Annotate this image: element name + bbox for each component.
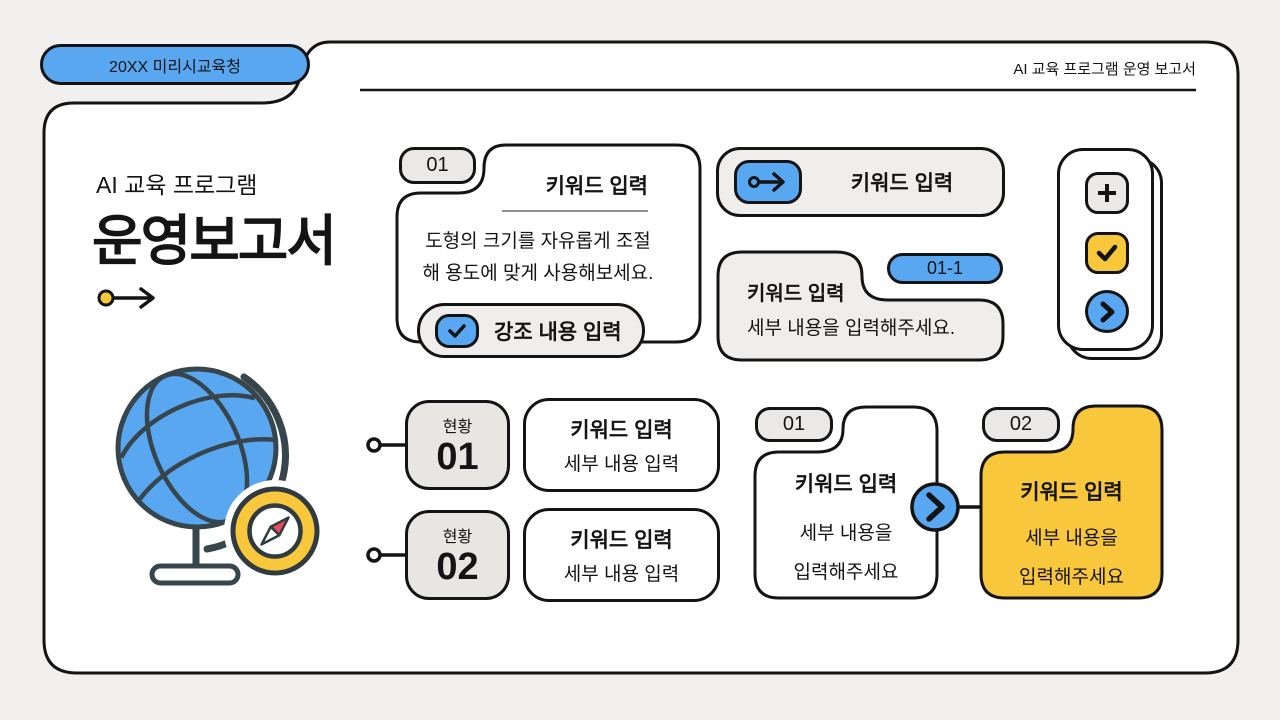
status-card-1[interactable]: 키워드 입력 세부 내용 입력 bbox=[523, 398, 720, 492]
flow-card-2-title: 키워드 입력 bbox=[1020, 481, 1123, 504]
hero-title: 운영보고서 bbox=[92, 210, 337, 272]
flow-next-button[interactable] bbox=[910, 482, 960, 532]
globe-illustration bbox=[115, 366, 326, 586]
highlight-pill-label: 강조 내용 입력 bbox=[494, 320, 622, 344]
status-label: 현황 bbox=[442, 529, 473, 546]
highlight-pill[interactable]: 강조 내용 입력 bbox=[417, 303, 645, 358]
hero-arrow-icon bbox=[97, 287, 155, 309]
step-card-body-line2: 해 용도에 맞게 사용해보세요. bbox=[422, 263, 654, 284]
sub-card-title: 키워드 입력 bbox=[747, 283, 845, 305]
report-title: AI 교육 프로그램 운영 보고서 bbox=[1013, 61, 1196, 78]
sub-card-body: 세부 내용을 입력해주세요. bbox=[747, 318, 956, 339]
globe-sphere bbox=[115, 366, 279, 530]
flow-card-2-body-line1: 세부 내용을 bbox=[1025, 528, 1118, 549]
flow-card-1-shape[interactable] bbox=[753, 405, 939, 600]
flow-card-1-body-line2: 입력해주세요 bbox=[793, 562, 899, 583]
step-card-shape[interactable] bbox=[395, 143, 702, 344]
flow-card-1-number: 01 bbox=[782, 413, 806, 435]
arrow-right-icon[interactable] bbox=[734, 160, 802, 204]
chevron-right-icon[interactable] bbox=[1085, 290, 1129, 333]
sub-card-shape[interactable] bbox=[716, 250, 1005, 362]
hero-eyebrow: AI 교육 프로그램 bbox=[96, 172, 258, 198]
flow-card-1-title: 키워드 입력 bbox=[794, 473, 898, 496]
status-card-title: 키워드 입력 bbox=[570, 419, 673, 442]
toolbar-card bbox=[1057, 148, 1154, 351]
sub-card-number: 01-1 bbox=[926, 258, 964, 278]
status-card-title: 키워드 입력 bbox=[570, 529, 673, 552]
keyword-chip-label: 키워드 입력 bbox=[850, 172, 954, 195]
plus-icon[interactable] bbox=[1085, 172, 1129, 214]
step-card-title: 키워드 입력 bbox=[545, 175, 648, 198]
status-number: 01 bbox=[436, 436, 479, 478]
step-card-body-line1: 도형의 크기를 자유롭게 조절 bbox=[425, 231, 651, 252]
status-card-body: 세부 내용 입력 bbox=[563, 564, 680, 585]
compass-icon bbox=[230, 486, 320, 576]
status-label: 현황 bbox=[442, 419, 473, 436]
flow-card-2-body-line2: 입력해주세요 bbox=[1019, 567, 1124, 588]
status-connector-2 bbox=[366, 547, 408, 563]
step-card-number: 01 bbox=[426, 154, 449, 176]
status-badge-1[interactable]: 현황 01 bbox=[405, 400, 510, 490]
status-card-body: 세부 내용 입력 bbox=[563, 454, 680, 475]
check-icon[interactable] bbox=[435, 313, 479, 348]
status-connector-1 bbox=[366, 437, 408, 453]
flow-card-2-body: 세부 내용을 입력해주세요 bbox=[981, 519, 1162, 597]
status-number: 02 bbox=[436, 546, 479, 588]
authority-badge-label: 20XX 미리시교육청 bbox=[109, 58, 241, 76]
flow-card-1-body-line1: 세부 내용을 bbox=[799, 523, 893, 544]
flow-card-1-body: 세부 내용을 입력해주세요 bbox=[755, 514, 937, 592]
flow-card-2-number: 02 bbox=[1009, 413, 1033, 435]
status-card-2[interactable]: 키워드 입력 세부 내용 입력 bbox=[523, 508, 720, 602]
flow-card-1-number-badge[interactable]: 01 bbox=[755, 407, 833, 442]
sub-card-number-badge[interactable]: 01-1 bbox=[887, 253, 1003, 284]
step-card-number-badge[interactable]: 01 bbox=[399, 147, 476, 184]
step-card-body: 도형의 크기를 자유롭게 조절 해 용도에 맞게 사용해보세요. bbox=[412, 226, 664, 290]
status-badge-2[interactable]: 현황 02 bbox=[405, 510, 510, 600]
keyword-chip[interactable]: 키워드 입력 bbox=[716, 147, 1005, 217]
flow-card-2-shape[interactable] bbox=[979, 404, 1164, 600]
flow-card-2-number-badge[interactable]: 02 bbox=[982, 407, 1060, 442]
check-square-icon[interactable] bbox=[1085, 232, 1129, 274]
authority-badge[interactable]: 20XX 미리시교육청 bbox=[40, 44, 310, 85]
